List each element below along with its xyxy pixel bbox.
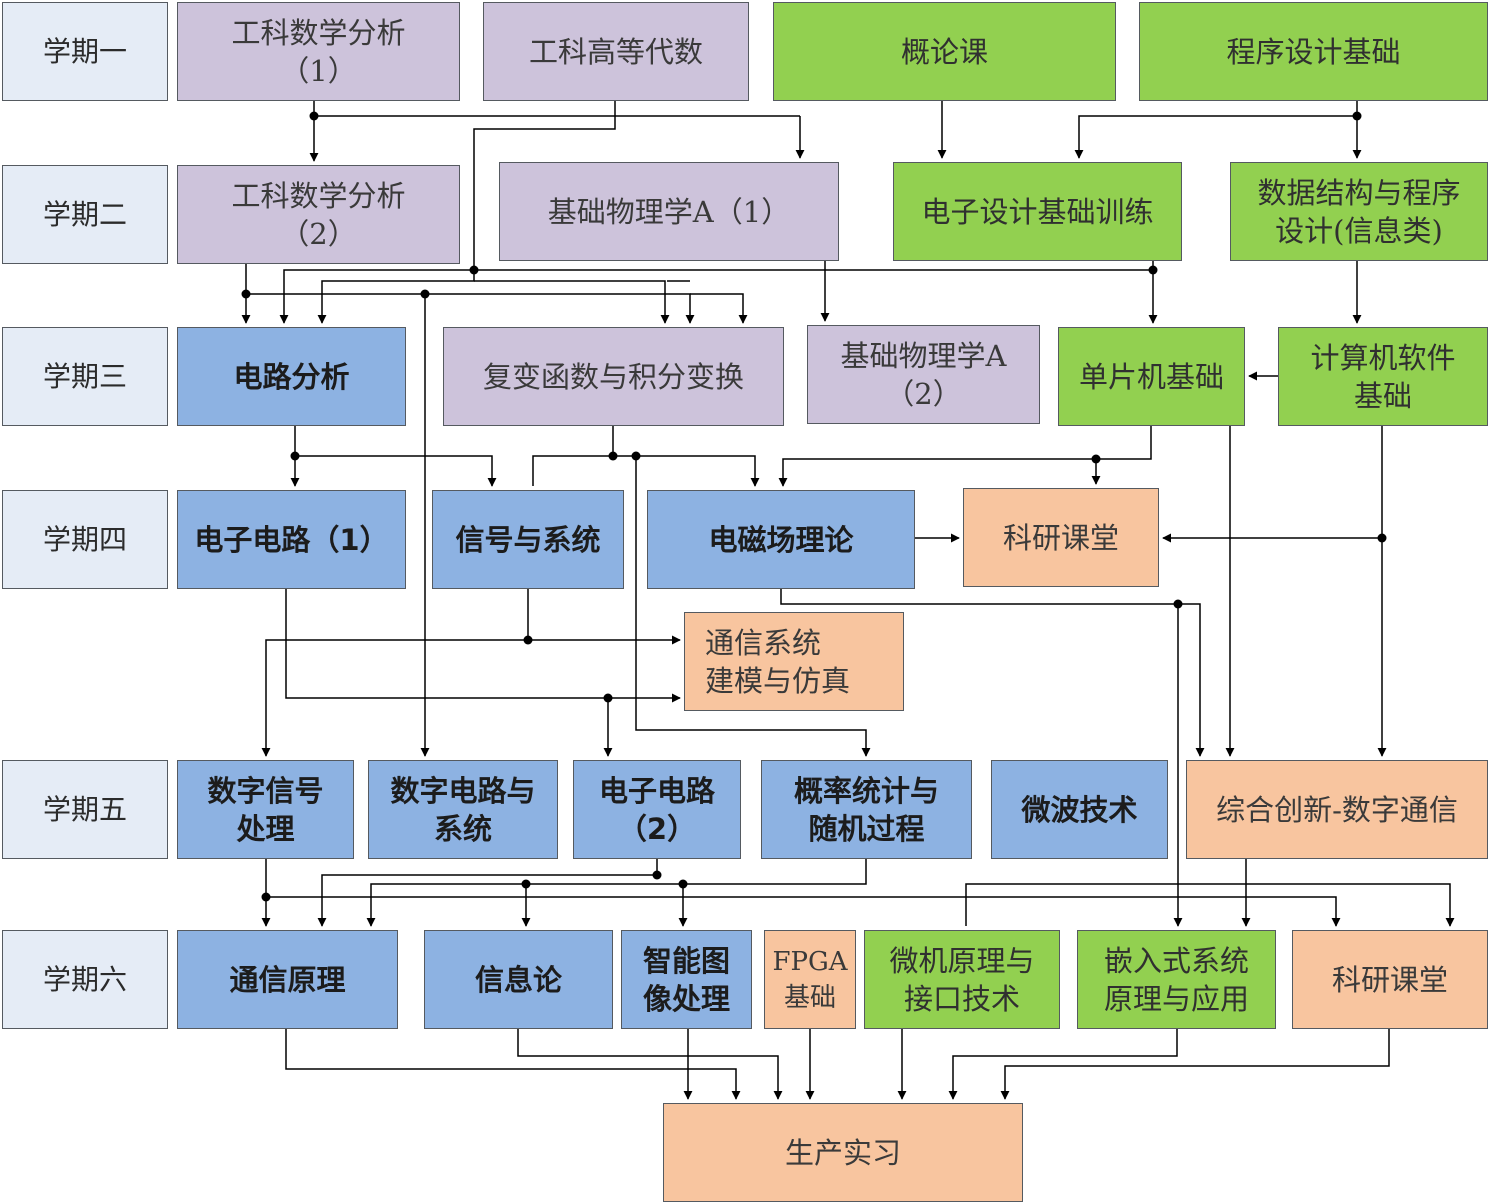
course-production-internship: 生产实习 bbox=[663, 1103, 1023, 1202]
course-digital-circuits: 数字电路与 系统 bbox=[368, 760, 558, 859]
course-innovation-digital-comm: 综合创新-数字通信 bbox=[1186, 760, 1488, 859]
connector bbox=[295, 455, 497, 487]
connector bbox=[317, 859, 658, 927]
junction-dot bbox=[603, 693, 613, 703]
junction-dot bbox=[309, 111, 319, 121]
course-physics-a1: 基础物理学A（1） bbox=[499, 162, 839, 261]
course-microwave: 微波技术 bbox=[991, 760, 1168, 859]
connector bbox=[266, 896, 1341, 927]
connector bbox=[474, 280, 670, 324]
connector bbox=[1000, 1029, 1390, 1100]
connector bbox=[285, 589, 681, 703]
course-em-field-theory: 电磁场理论 bbox=[647, 490, 915, 589]
junction-dot bbox=[521, 879, 531, 889]
semester-4-label: 学期四 bbox=[2, 490, 168, 589]
junction-dot bbox=[608, 451, 618, 461]
connector bbox=[246, 293, 695, 324]
connector bbox=[948, 1029, 1178, 1100]
course-embedded-systems: 嵌入式系统 原理与应用 bbox=[1077, 930, 1276, 1029]
junction-dot bbox=[652, 870, 662, 880]
connector bbox=[532, 455, 760, 487]
junction-dot bbox=[469, 265, 479, 275]
junction-dot bbox=[1173, 599, 1183, 609]
connector bbox=[517, 1029, 783, 1100]
semester-5-label: 学期五 bbox=[2, 760, 168, 859]
semester-2-label: 学期二 bbox=[2, 165, 168, 264]
course-signals-systems: 信号与系统 bbox=[432, 490, 624, 589]
connector bbox=[285, 1029, 741, 1100]
course-programming-basics: 程序设计基础 bbox=[1139, 2, 1488, 101]
course-comm-modeling: 通信系统 建模与仿真 bbox=[684, 612, 904, 711]
connector bbox=[965, 883, 1455, 927]
course-electronic-circuits-2: 电子电路 （2） bbox=[573, 760, 741, 859]
course-microcontroller: 单片机基础 bbox=[1058, 327, 1245, 426]
junction-dot bbox=[290, 451, 300, 461]
connector bbox=[317, 270, 475, 324]
course-microcomputer: 微机原理与 接口技术 bbox=[864, 930, 1060, 1029]
connector bbox=[261, 639, 528, 757]
junction-dot bbox=[1377, 533, 1387, 543]
course-dsp: 数字信号 处理 bbox=[177, 760, 354, 859]
course-engineering-math-analysis-2: 工科数学分析 （2） bbox=[177, 165, 460, 264]
semester-1-label: 学期一 bbox=[2, 2, 168, 101]
course-probability: 概率统计与 随机过程 bbox=[761, 760, 972, 859]
course-complex-functions: 复变函数与积分变换 bbox=[443, 327, 784, 426]
course-data-structures: 数据结构与程序 设计(信息类) bbox=[1230, 162, 1488, 261]
junction-dot bbox=[1091, 454, 1101, 464]
course-image-processing: 智能图 像处理 bbox=[621, 930, 752, 1029]
course-electronic-circuits-1: 电子电路（1） bbox=[177, 490, 406, 589]
course-research-class-1: 科研课堂 bbox=[963, 488, 1159, 587]
course-introduction: 概论课 bbox=[773, 2, 1116, 101]
course-communication-principles: 通信原理 bbox=[177, 930, 398, 1029]
connector bbox=[778, 426, 1152, 487]
connector bbox=[366, 859, 867, 927]
connector bbox=[279, 269, 474, 324]
junction-dot bbox=[523, 635, 533, 645]
course-fpga: FPGA 基础 bbox=[764, 930, 856, 1029]
connector bbox=[690, 293, 748, 324]
junction-dot bbox=[261, 892, 271, 902]
course-circuit-analysis: 电路分析 bbox=[177, 327, 406, 426]
course-engineering-math-analysis-1: 工科数学分析 （1） bbox=[177, 2, 460, 101]
junction-dot bbox=[678, 879, 688, 889]
connector bbox=[527, 589, 681, 645]
junction-dot bbox=[631, 451, 641, 461]
junction-dot bbox=[241, 289, 251, 299]
course-information-theory: 信息论 bbox=[424, 930, 613, 1029]
semester-3-label: 学期三 bbox=[2, 327, 168, 426]
junction-dot bbox=[1352, 111, 1362, 121]
junction-dot bbox=[1148, 265, 1158, 275]
junction-dot bbox=[420, 289, 430, 299]
course-research-class-2: 科研课堂 bbox=[1292, 930, 1488, 1029]
course-advanced-algebra: 工科高等代数 bbox=[483, 2, 749, 101]
course-physics-a2: 基础物理学A （2） bbox=[807, 325, 1040, 424]
connector bbox=[1074, 101, 1358, 159]
course-electronic-design-training: 电子设计基础训练 bbox=[893, 162, 1182, 261]
semester-6-label: 学期六 bbox=[2, 930, 168, 1029]
course-software-basics: 计算机软件 基础 bbox=[1278, 327, 1488, 426]
